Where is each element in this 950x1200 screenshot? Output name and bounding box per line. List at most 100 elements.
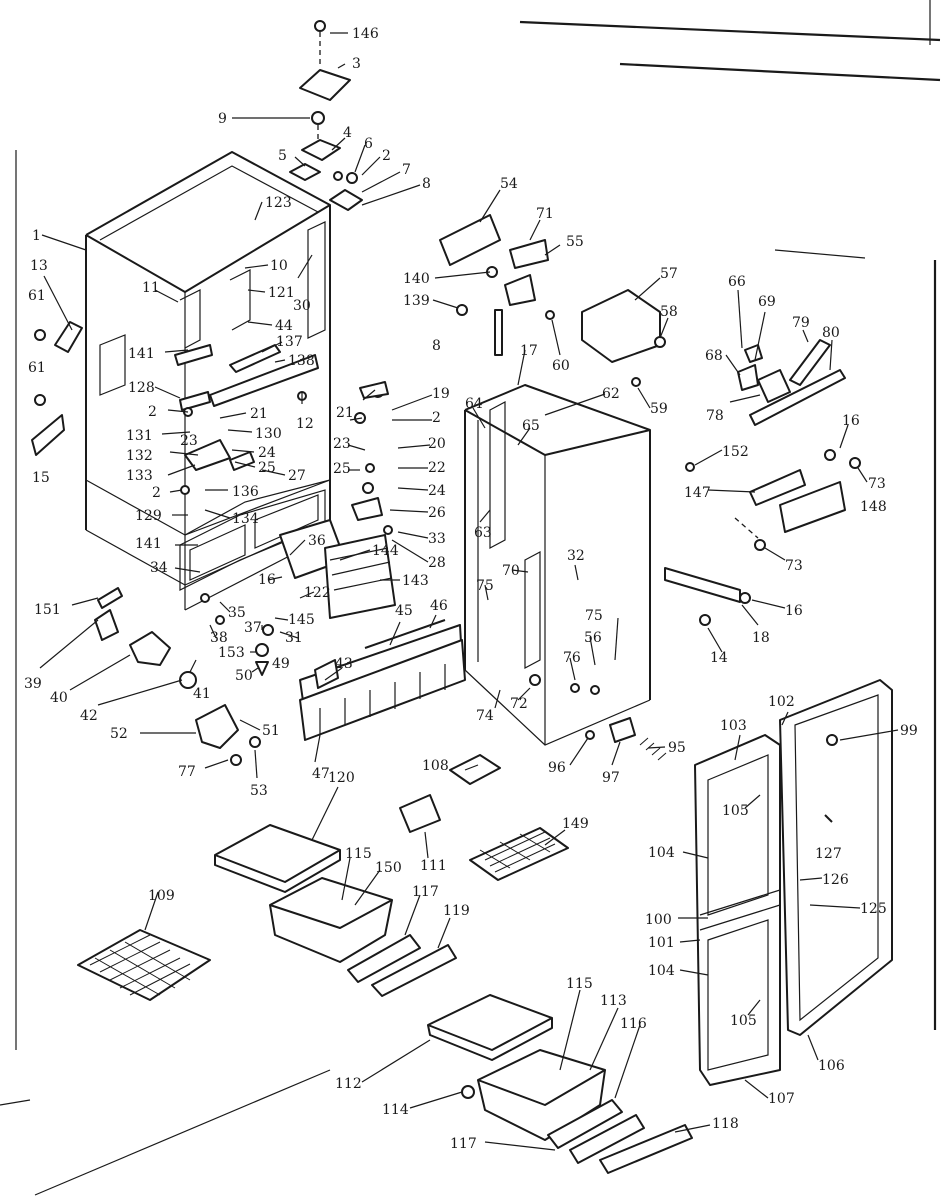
callout-30: 30 bbox=[293, 298, 311, 314]
callout-46: 46 bbox=[430, 598, 448, 614]
callout-45: 45 bbox=[395, 603, 413, 619]
callout-133: 133 bbox=[126, 468, 153, 484]
callout-76: 76 bbox=[563, 650, 581, 666]
callout-146: 146 bbox=[352, 26, 379, 42]
callout-73b: 73 bbox=[785, 558, 803, 574]
callout-140: 140 bbox=[403, 271, 430, 287]
callout-109: 109 bbox=[148, 888, 175, 904]
callout-2b: 2 bbox=[148, 404, 157, 420]
callout-16c: 16 bbox=[785, 603, 803, 619]
callout-128: 128 bbox=[128, 380, 155, 396]
callout-40: 40 bbox=[50, 690, 68, 706]
callout-105a: 105 bbox=[722, 803, 749, 819]
callout-132: 132 bbox=[126, 448, 153, 464]
callout-25b: 25 bbox=[333, 461, 351, 477]
callout-66: 66 bbox=[728, 274, 746, 290]
callout-104a: 104 bbox=[648, 845, 675, 861]
callout-95: 95 bbox=[668, 740, 686, 756]
callout-4: 4 bbox=[343, 125, 352, 141]
callout-122: 122 bbox=[304, 585, 331, 601]
callout-56: 56 bbox=[584, 630, 602, 646]
callout-113: 113 bbox=[600, 993, 627, 1009]
callout-101: 101 bbox=[648, 935, 675, 951]
callout-117a: 117 bbox=[412, 884, 439, 900]
callout-57: 57 bbox=[660, 266, 678, 282]
callout-116: 116 bbox=[620, 1016, 647, 1032]
callout-129: 129 bbox=[135, 508, 162, 524]
callout-39: 39 bbox=[24, 676, 42, 692]
callout-61b: 61 bbox=[28, 360, 46, 376]
callout-2: 2 bbox=[382, 148, 391, 164]
callout-97: 97 bbox=[602, 770, 620, 786]
callout-137: 137 bbox=[276, 334, 303, 350]
callout-23b: 23 bbox=[333, 436, 351, 452]
callout-102: 102 bbox=[768, 694, 795, 710]
callout-147: 147 bbox=[684, 485, 711, 501]
callout-47: 47 bbox=[312, 766, 330, 782]
callout-11: 11 bbox=[142, 280, 160, 296]
callout-71: 71 bbox=[536, 206, 554, 222]
freezer-liner bbox=[464, 384, 667, 761]
callout-99: 99 bbox=[900, 723, 918, 739]
callout-26: 26 bbox=[428, 505, 446, 521]
callout-126: 126 bbox=[822, 872, 849, 888]
callout-10: 10 bbox=[270, 258, 288, 274]
callout-34: 34 bbox=[150, 560, 168, 576]
callout-127: 127 bbox=[815, 846, 842, 862]
callout-136: 136 bbox=[232, 484, 259, 500]
callout-50: 50 bbox=[235, 668, 253, 684]
callout-31: 31 bbox=[285, 630, 303, 646]
callout-64: 64 bbox=[465, 396, 483, 412]
callout-75a: 75 bbox=[476, 578, 494, 594]
callout-96: 96 bbox=[548, 760, 566, 776]
callout-28: 28 bbox=[428, 555, 446, 571]
callout-65: 65 bbox=[522, 418, 540, 434]
callout-38: 38 bbox=[210, 630, 228, 646]
callout-49: 49 bbox=[272, 656, 290, 672]
callout-21a: 21 bbox=[250, 406, 268, 422]
callout-119: 119 bbox=[443, 903, 470, 919]
callout-44: 44 bbox=[275, 318, 293, 334]
callout-7: 7 bbox=[402, 162, 411, 178]
callout-14: 14 bbox=[710, 650, 728, 666]
callout-143: 143 bbox=[402, 573, 429, 589]
callout-70: 70 bbox=[502, 563, 520, 579]
callout-22: 22 bbox=[428, 460, 446, 476]
callout-108: 108 bbox=[422, 758, 449, 774]
callout-2c: 2 bbox=[152, 485, 161, 501]
callout-19: 19 bbox=[432, 386, 450, 402]
callout-6: 6 bbox=[364, 136, 373, 152]
callout-123: 123 bbox=[265, 195, 292, 211]
left-brackets bbox=[31, 321, 261, 766]
callout-79: 79 bbox=[792, 315, 810, 331]
callout-104b: 104 bbox=[648, 963, 675, 979]
callout-2d: 2 bbox=[432, 410, 441, 426]
callout-leaders bbox=[39, 32, 899, 1151]
callout-141a: 141 bbox=[128, 346, 155, 362]
callout-53: 53 bbox=[250, 783, 268, 799]
callout-138: 138 bbox=[288, 353, 315, 369]
callout-80: 80 bbox=[822, 325, 840, 341]
callout-58: 58 bbox=[660, 304, 678, 320]
callout-148: 148 bbox=[860, 499, 887, 515]
callout-1: 1 bbox=[32, 228, 41, 244]
callout-131: 131 bbox=[126, 428, 153, 444]
callout-24b: 24 bbox=[428, 483, 446, 499]
callout-63: 63 bbox=[474, 525, 492, 541]
callout-117b: 117 bbox=[450, 1136, 477, 1152]
callout-107: 107 bbox=[768, 1091, 795, 1107]
control-components bbox=[439, 214, 666, 387]
callout-42: 42 bbox=[80, 708, 98, 724]
callout-52: 52 bbox=[110, 726, 128, 742]
callout-125: 125 bbox=[860, 901, 887, 917]
callout-16b: 16 bbox=[842, 413, 860, 429]
callout-73a: 73 bbox=[868, 476, 886, 492]
shelves-and-bins bbox=[77, 754, 693, 1174]
callout-152: 152 bbox=[722, 444, 749, 460]
callout-59: 59 bbox=[650, 401, 668, 417]
callout-41: 41 bbox=[193, 686, 211, 702]
callout-43: 43 bbox=[335, 656, 353, 672]
callout-114: 114 bbox=[382, 1102, 409, 1118]
